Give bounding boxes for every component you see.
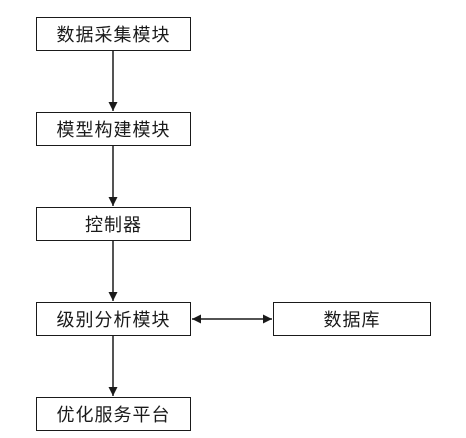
level-analysis-module-box: 级别分析模块 <box>36 302 191 336</box>
data-collection-module-label: 数据采集模块 <box>56 25 171 46</box>
database-box: 数据库 <box>273 302 431 336</box>
model-building-module-label: 模型构建模块 <box>56 120 171 141</box>
level-analysis-module-label: 级别分析模块 <box>56 310 171 331</box>
optimization-service-platform-label: 优化服务平台 <box>56 405 171 426</box>
controller-label: 控制器 <box>85 215 142 236</box>
controller-box: 控制器 <box>36 207 191 241</box>
optimization-service-platform-box: 优化服务平台 <box>36 397 191 431</box>
database-label: 数据库 <box>323 310 381 331</box>
model-building-module-box: 模型构建模块 <box>36 112 191 146</box>
data-collection-module-box: 数据采集模块 <box>36 17 191 51</box>
